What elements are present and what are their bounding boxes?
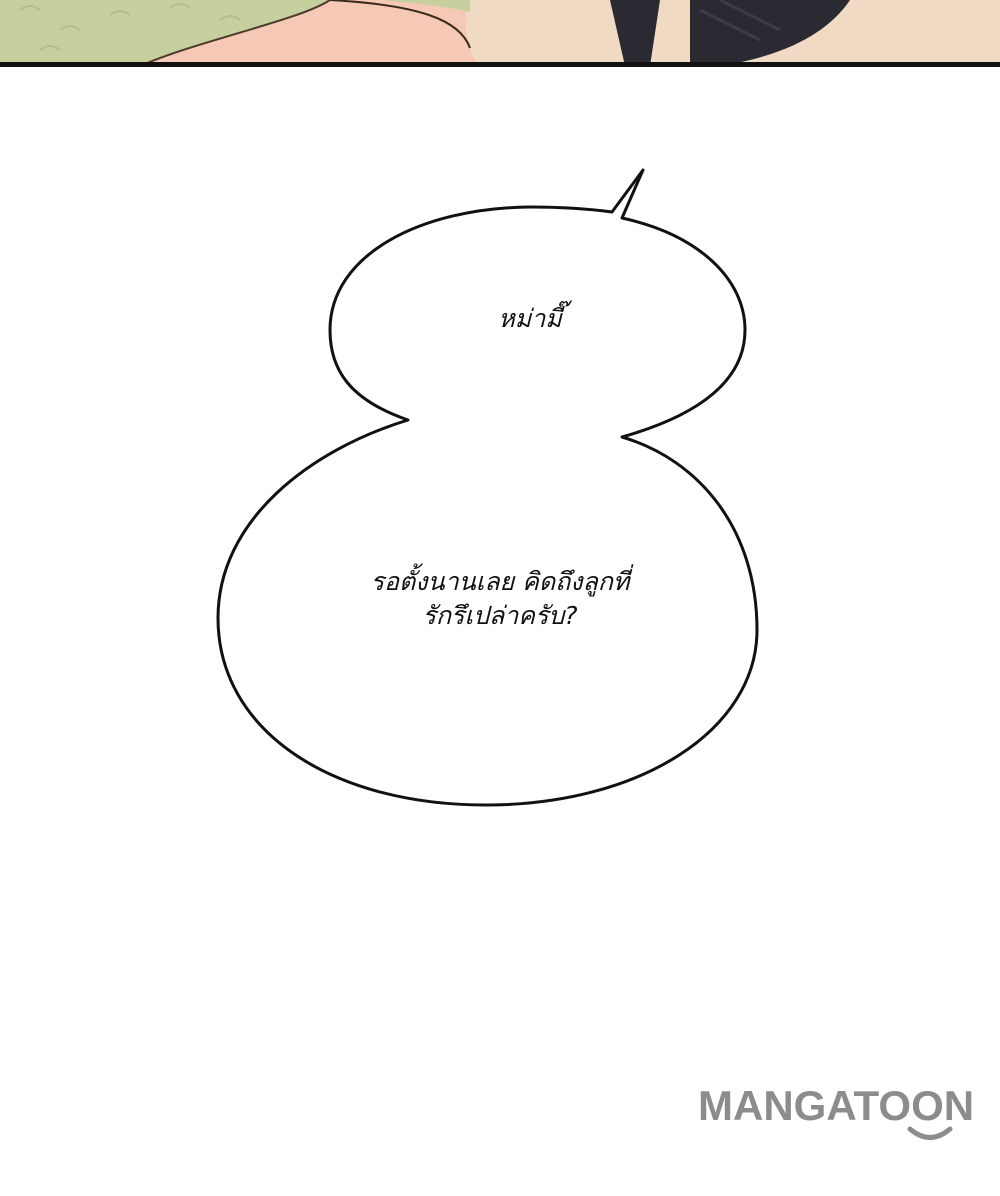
dialogue-text: รอตั้งนานเลย คิดถึงลูกที่ รักรึเปล่าครับ… (300, 565, 700, 633)
panel-illustration (0, 0, 1000, 66)
mangatoon-watermark: MANGATOON (698, 1082, 998, 1142)
dialogue-line-2: รอตั้งนานเลย คิดถึงลูกที่ (370, 567, 630, 596)
smile-icon (907, 1126, 953, 1140)
watermark-text: MANGATOON (698, 1082, 975, 1129)
previous-panel-artwork (0, 0, 1000, 66)
panel-border (0, 62, 1000, 67)
dialogue-line-1: หม่ามี๊ (498, 304, 562, 333)
dialogue-line-3: รักรึเปล่าครับ? (422, 601, 578, 630)
